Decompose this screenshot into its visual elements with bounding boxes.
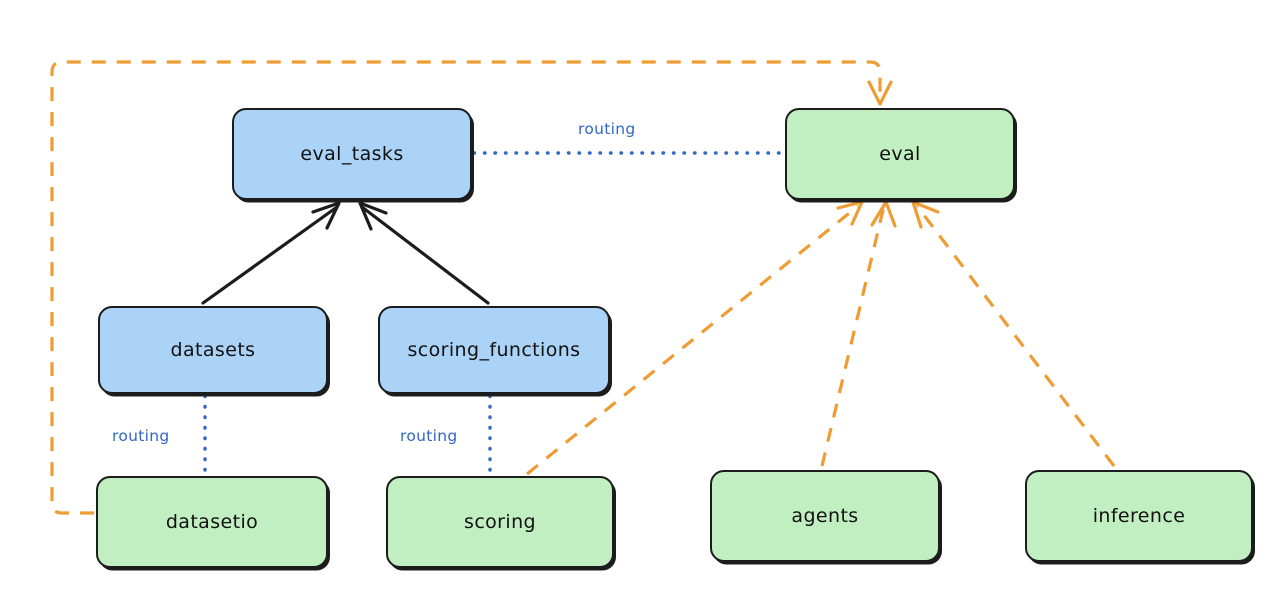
node-label: datasets (170, 339, 256, 361)
node-label: datasetio (165, 511, 259, 533)
node-label: eval_tasks (300, 143, 404, 165)
node-inference[interactable]: inference (1025, 470, 1253, 562)
edge-scoring-functions-to-eval-tasks (358, 201, 490, 305)
node-label: inference (1092, 505, 1186, 527)
edge-agents-to-eval (820, 200, 897, 467)
node-eval-tasks[interactable]: eval_tasks (232, 108, 472, 200)
node-label: scoring (464, 511, 536, 533)
node-scoring-functions[interactable]: scoring_functions (378, 306, 610, 394)
node-label: scoring_functions (407, 339, 581, 361)
edge-datasets-to-eval-tasks (201, 201, 341, 305)
edge-inference-to-eval (911, 200, 1116, 467)
edge-label-routing-scoring: routing (400, 427, 458, 445)
node-scoring[interactable]: scoring (386, 476, 614, 568)
edge-label-routing-datasetio: routing (112, 427, 170, 445)
edge-label-routing-eval: routing (578, 120, 636, 138)
node-label: eval (879, 143, 921, 165)
node-label: agents (791, 505, 859, 527)
node-agents[interactable]: agents (710, 470, 940, 562)
node-datasets[interactable]: datasets (98, 306, 328, 394)
node-datasetio[interactable]: datasetio (96, 476, 328, 568)
node-eval[interactable]: eval (785, 108, 1015, 200)
